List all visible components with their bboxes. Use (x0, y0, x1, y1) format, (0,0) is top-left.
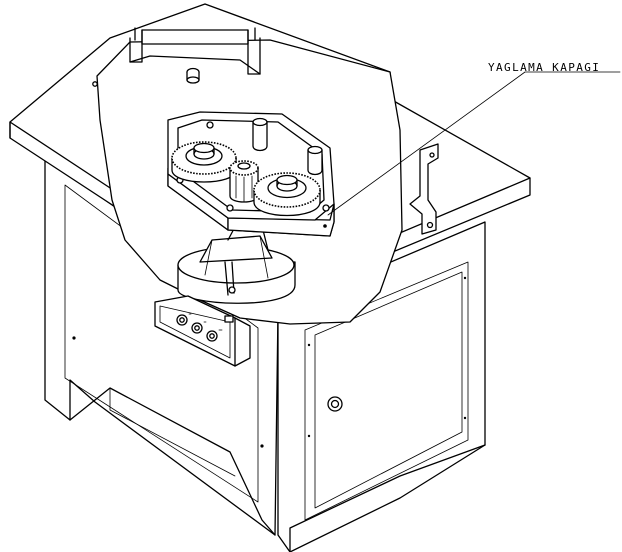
callout-leader (327, 71, 621, 216)
gear-center-pinion (229, 160, 259, 203)
gearbox-posts (252, 117, 323, 176)
gear-right (253, 172, 321, 217)
hood-knob (186, 67, 200, 84)
side-bracket (409, 143, 439, 235)
control-buttons (176, 313, 234, 342)
callout-label: YAGLAMA KAPAGI (488, 61, 601, 74)
door-handle (327, 396, 343, 412)
gear-left (171, 141, 237, 183)
top-handle (129, 27, 261, 75)
spindle-housing (177, 224, 296, 304)
